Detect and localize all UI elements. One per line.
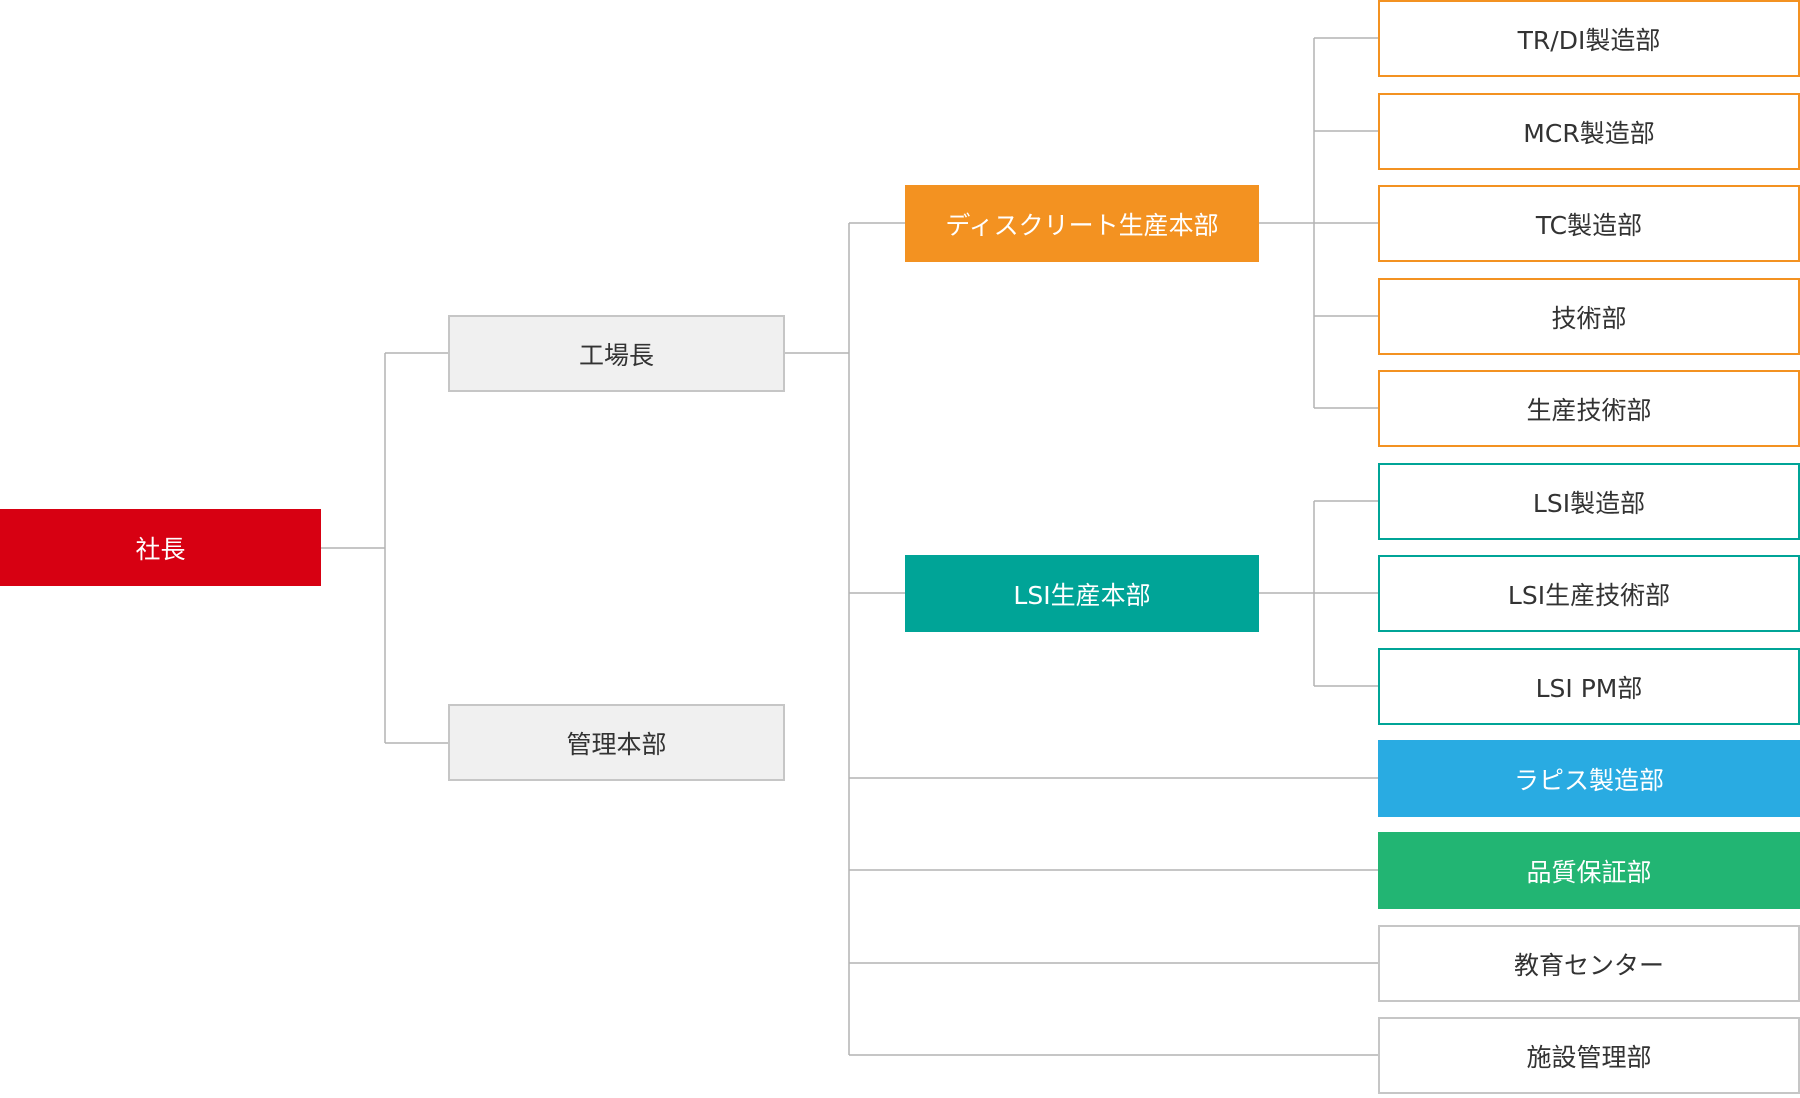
dept-label: 施設管理部 bbox=[1526, 1042, 1652, 1072]
dept-label: 技術部 bbox=[1551, 303, 1627, 333]
dept-box-lsi-pm: LSI PM部 bbox=[1378, 648, 1800, 725]
dept-label: LSI製造部 bbox=[1532, 488, 1646, 518]
president-label: 社長 bbox=[135, 534, 186, 564]
dept-label: TC製造部 bbox=[1535, 210, 1643, 240]
dept-label: TR/DI製造部 bbox=[1517, 25, 1661, 55]
dept-label: LSI PM部 bbox=[1535, 673, 1643, 703]
plant-manager-label: 工場長 bbox=[578, 340, 654, 370]
dept-box-lsi-manufacturing: LSI製造部 bbox=[1378, 463, 1800, 540]
dept-label: ラピス製造部 bbox=[1513, 765, 1664, 795]
president-box: 社長 bbox=[0, 509, 321, 586]
admin-hq-box: 管理本部 bbox=[448, 704, 785, 781]
lsi-hq-label: LSI生産本部 bbox=[1013, 580, 1151, 610]
dept-box-tc: TC製造部 bbox=[1378, 185, 1800, 262]
discrete-hq-box: ディスクリート生産本部 bbox=[905, 185, 1259, 262]
admin-hq-label: 管理本部 bbox=[566, 729, 667, 759]
lsi-hq-box: LSI生産本部 bbox=[905, 555, 1259, 632]
dept-label: MCR製造部 bbox=[1523, 118, 1655, 148]
dept-box-lapis: ラピス製造部 bbox=[1378, 740, 1800, 817]
dept-label: 教育センター bbox=[1513, 950, 1664, 980]
dept-box-production-engineering: 生産技術部 bbox=[1378, 370, 1800, 447]
dept-box-mcr: MCR製造部 bbox=[1378, 93, 1800, 170]
dept-box-education-center: 教育センター bbox=[1378, 925, 1800, 1002]
dept-box-facilities: 施設管理部 bbox=[1378, 1017, 1800, 1094]
dept-label: LSI生産技術部 bbox=[1507, 580, 1671, 610]
dept-label: 品質保証部 bbox=[1526, 857, 1652, 887]
dept-box-quality-assurance: 品質保証部 bbox=[1378, 832, 1800, 909]
plant-manager-box: 工場長 bbox=[448, 315, 785, 392]
dept-box-lsi-production-engineering: LSI生産技術部 bbox=[1378, 555, 1800, 632]
discrete-hq-label: ディスクリート生産本部 bbox=[945, 210, 1219, 240]
dept-box-tr-di: TR/DI製造部 bbox=[1378, 0, 1800, 77]
dept-box-engineering: 技術部 bbox=[1378, 278, 1800, 355]
dept-label: 生産技術部 bbox=[1526, 395, 1652, 425]
